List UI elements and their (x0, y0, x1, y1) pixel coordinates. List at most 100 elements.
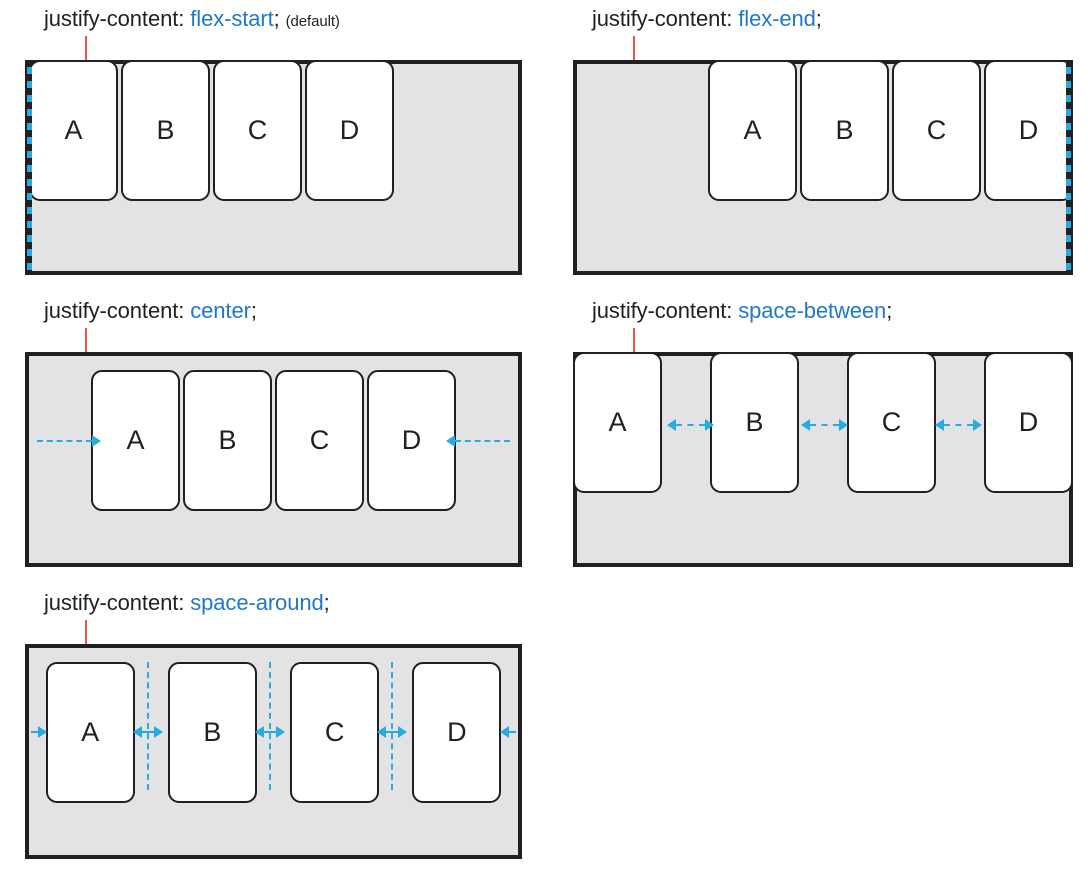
flex-items-row: A B C D (29, 370, 518, 511)
arrow-head-left (133, 726, 142, 738)
flex-container-flex-start: A B C D (25, 60, 522, 275)
flex-item-c: C (892, 60, 981, 201)
space-around-split-arrow-ab (133, 725, 148, 739)
arrow-dash (31, 731, 38, 733)
panel-space-between: justify-content: space-between; A B C D (573, 300, 1088, 570)
semicolon: ; (815, 6, 822, 31)
space-around-divider-bc (269, 662, 271, 790)
flex-items-row: A B C D (29, 662, 518, 803)
panel-title-flex-end: justify-content: flex-end; (592, 8, 822, 30)
space-between-gap-arrow-ab (667, 418, 714, 432)
flex-item-a: A (573, 352, 662, 493)
flex-items-row: A B C D (573, 352, 1073, 493)
title-tick-line (85, 620, 87, 646)
property-name: justify-content: (44, 590, 185, 615)
property-name: justify-content: (592, 6, 733, 31)
space-around-split-arrow-bc (255, 725, 270, 739)
flex-start-edge-marker (27, 60, 32, 275)
arrow-dash (148, 731, 154, 733)
panel-flex-end: justify-content: flex-end; A B C D (573, 8, 1088, 278)
semicolon: ; (886, 298, 893, 323)
flex-items-row: A B C D (577, 60, 1073, 201)
arrow-dash (455, 440, 510, 442)
panel-title-space-around: justify-content: space-around; (44, 592, 330, 614)
arrow-dash (142, 731, 148, 733)
panel-title-flex-start: justify-content: flex-start; (default) (44, 8, 340, 30)
arrow-head-right (154, 726, 163, 738)
arrow-dash (392, 731, 398, 733)
flex-item-b: B (710, 352, 799, 493)
flex-items-row: A B C D (29, 60, 518, 201)
flex-item-a: A (29, 60, 118, 201)
space-around-divider-ab (147, 662, 149, 790)
flex-item-c: C (290, 662, 380, 803)
arrow-head-left (446, 435, 455, 447)
flex-container-space-around: A B C D (25, 644, 522, 859)
arrow-head-right (839, 419, 848, 431)
space-around-split-arrow-cd-right (392, 725, 407, 739)
title-tick-line (85, 36, 87, 62)
flex-item-b: B (183, 370, 272, 511)
arrow-head-left (500, 726, 509, 738)
panel-title-center: justify-content: center; (44, 300, 257, 322)
arrow-dash (270, 731, 276, 733)
arrow-dash (944, 424, 973, 426)
property-value: flex-end (738, 6, 816, 31)
arrow-head-left (935, 419, 944, 431)
space-between-gap-arrow-bc (801, 418, 848, 432)
space-around-split-arrow-bc-right (270, 725, 285, 739)
semicolon: ; (273, 6, 280, 31)
flex-item-a: A (708, 60, 797, 201)
arrow-head-right (705, 419, 714, 431)
title-tick-line (85, 328, 87, 354)
property-value: center (190, 298, 251, 323)
flex-item-d: D (367, 370, 456, 511)
semicolon: ; (250, 298, 257, 323)
title-tick-line (633, 328, 635, 354)
space-around-edge-arrow-left (31, 725, 47, 739)
flex-item-c: C (847, 352, 936, 493)
space-around-divider-cd (391, 662, 393, 790)
property-name: justify-content: (592, 298, 733, 323)
space-around-edge-arrow-right (500, 725, 516, 739)
flex-item-d: D (984, 60, 1073, 201)
flex-item-b: B (167, 662, 257, 803)
default-note: (default) (285, 13, 340, 30)
arrow-head-left (255, 726, 264, 738)
panel-title-space-between: justify-content: space-between; (592, 300, 892, 322)
space-between-gap-arrow-cd (935, 418, 982, 432)
arrow-dash (810, 424, 839, 426)
arrow-head-left (377, 726, 386, 738)
flex-item-b: B (800, 60, 889, 201)
arrow-head-right (92, 435, 101, 447)
arrow-dash (264, 731, 270, 733)
property-value: space-around (190, 590, 324, 615)
space-around-split-arrow-cd (377, 725, 392, 739)
arrow-dash (386, 731, 392, 733)
arrow-head-right (38, 726, 47, 738)
flex-item-d: D (305, 60, 394, 201)
semicolon: ; (323, 590, 330, 615)
property-value: flex-start (190, 6, 274, 31)
flex-container-space-between: A B C D (573, 352, 1073, 567)
arrow-head-right (973, 419, 982, 431)
arrow-dash (676, 424, 705, 426)
flex-item-c: C (213, 60, 302, 201)
space-around-split-arrow-ab-right (148, 725, 163, 739)
panel-space-around: justify-content: space-around; A B C D (25, 592, 544, 862)
center-left-space-arrow (37, 434, 101, 448)
flex-item-d: D (984, 352, 1073, 493)
property-value: space-between (738, 298, 887, 323)
flex-item-b: B (121, 60, 210, 201)
flex-item-d: D (412, 662, 502, 803)
flex-container-center: A B C D (25, 352, 522, 567)
arrow-head-right (398, 726, 407, 738)
title-tick-line (633, 36, 635, 62)
arrow-dash (509, 731, 516, 733)
property-name: justify-content: (44, 298, 185, 323)
arrow-head-right (276, 726, 285, 738)
flex-item-c: C (275, 370, 364, 511)
property-name: justify-content: (44, 6, 185, 31)
arrow-dash (37, 440, 92, 442)
arrow-head-left (801, 419, 810, 431)
